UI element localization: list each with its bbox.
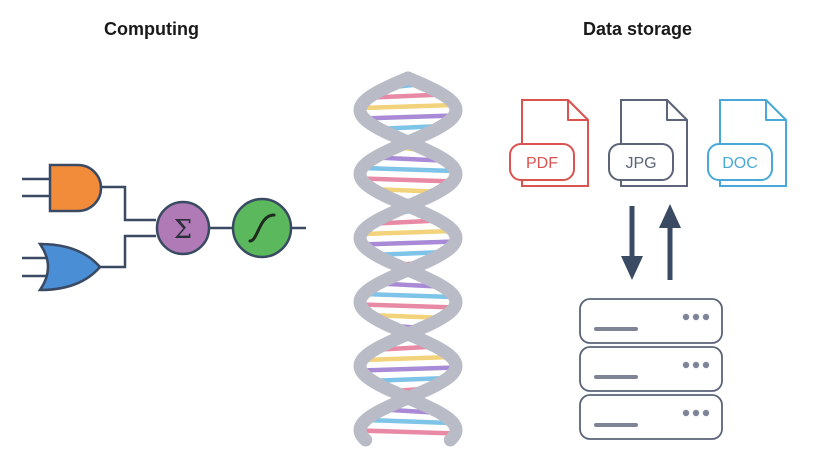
server-unit-icon [579,298,723,344]
file-jpg-icon: JPG [608,99,688,187]
file-label: PDF [526,155,558,172]
dna-strand-b [353,71,463,447]
file-icons: PDF JPG DOC [509,99,787,187]
server-stack [579,298,723,440]
arrow-down-icon [621,206,643,280]
dna-strand-a [353,71,463,447]
and-gate-icon [48,163,103,213]
base-pair [359,113,457,121]
base-pair [363,417,453,426]
sigmoid-curve-icon [248,213,276,243]
arrow-up-icon [659,204,681,280]
base-pair [357,428,459,436]
base-pair [358,302,458,310]
file-pdf-icon: PDF [509,99,589,187]
base-pair [358,176,458,184]
server-unit-icon [579,394,723,440]
server-unit-icon [579,346,723,392]
activation-node-icon [231,197,293,259]
base-pair [362,354,454,363]
base-pair [357,365,459,373]
sum-node-icon [155,200,211,256]
data-storage-heading: Data storage [583,19,693,39]
base-pair [358,239,458,247]
base-pair [359,165,457,174]
dna-double-helix [353,71,463,447]
or-gate-icon [37,242,102,292]
base-pair [361,291,455,300]
file-label: DOC [722,155,758,172]
file-doc-icon: DOC [707,99,787,187]
base-pair [360,228,456,237]
logic-circuit [22,177,306,278]
base-pair [359,102,457,111]
transfer-arrows [621,204,681,280]
computing-heading: Computing [104,19,199,39]
file-label: JPG [625,155,656,172]
sum-symbol: Σ [174,215,192,245]
